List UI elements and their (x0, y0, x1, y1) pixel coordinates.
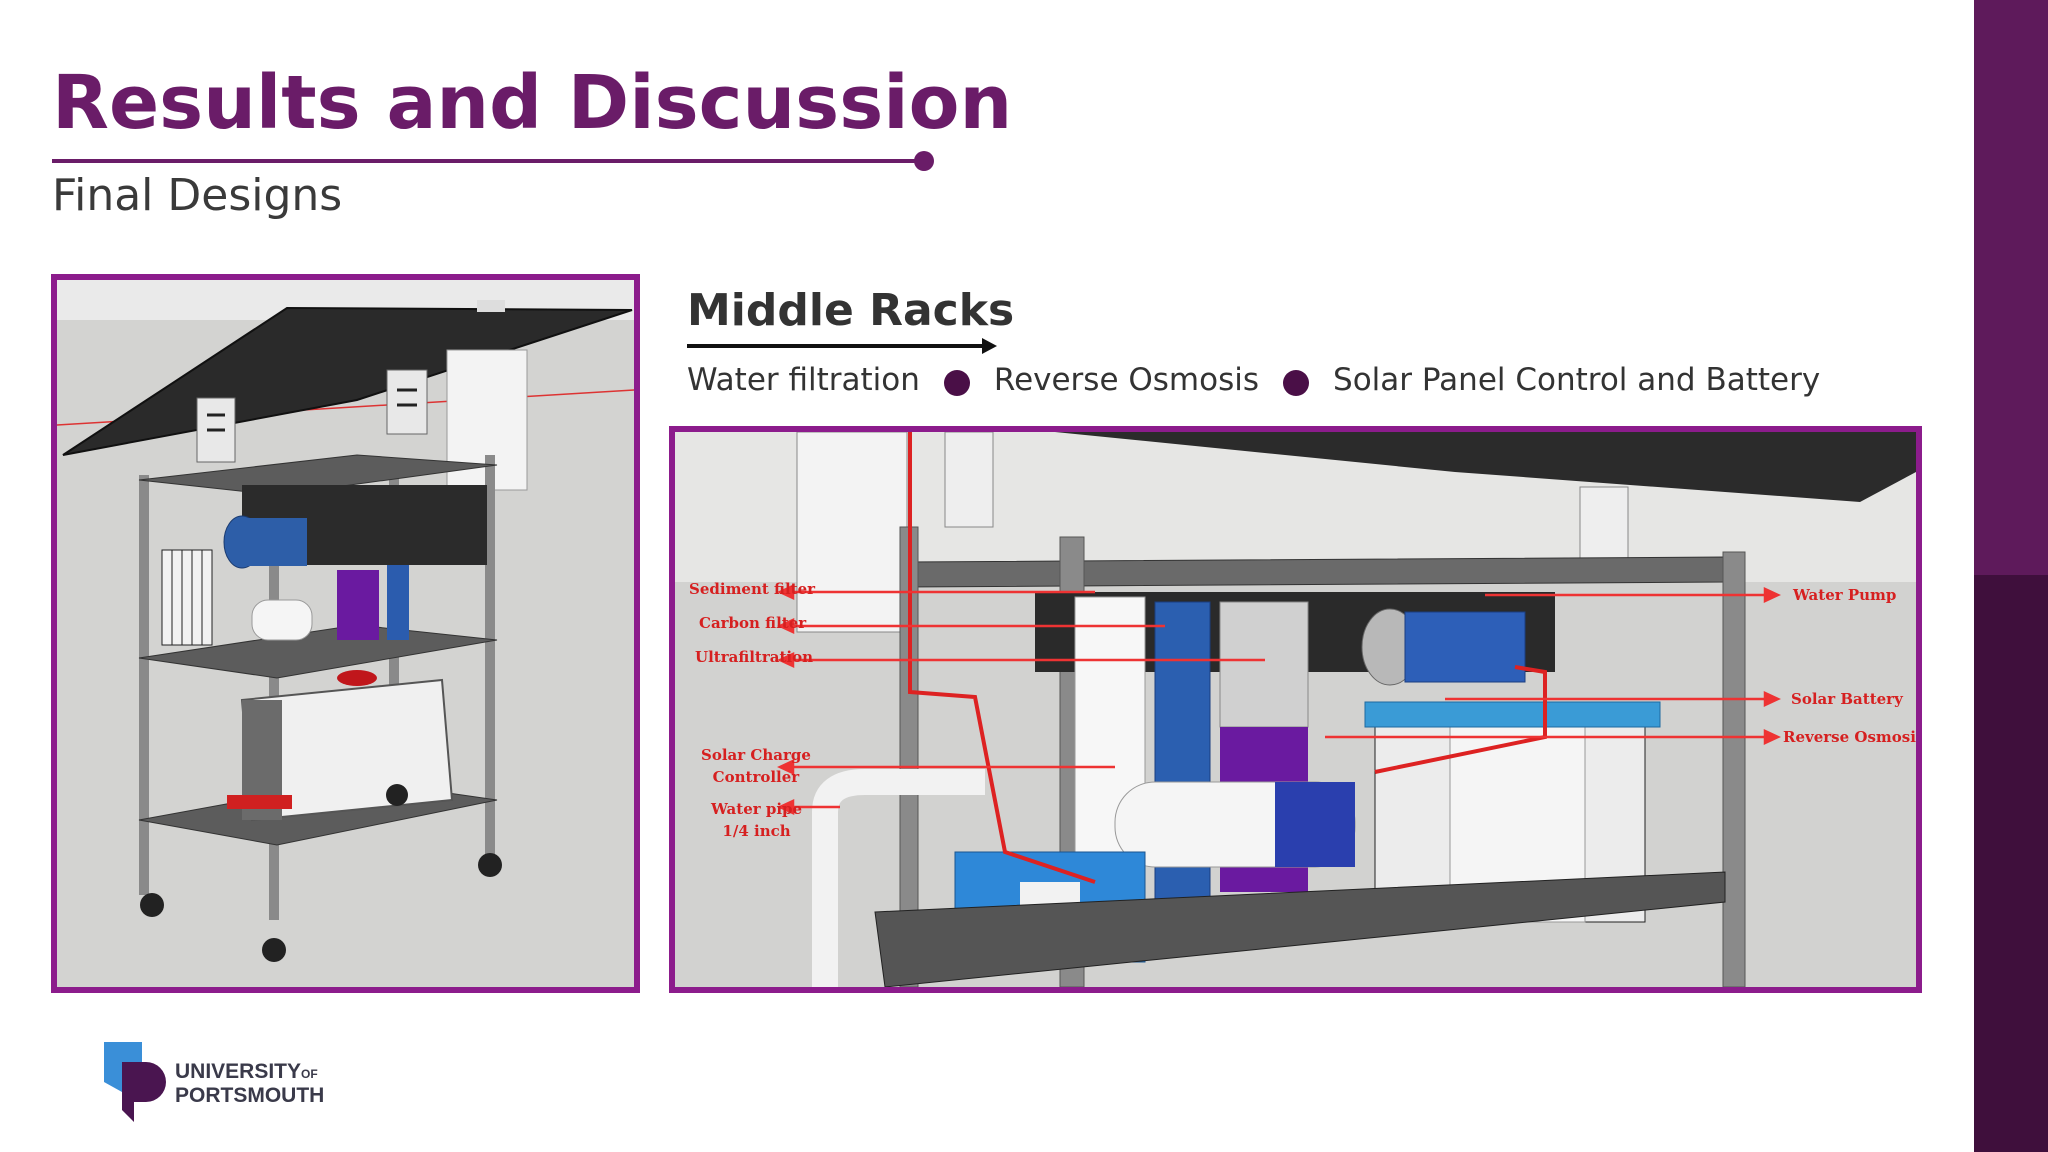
title-underline-dot (914, 151, 934, 171)
slide-subtitle: Final Designs (52, 170, 343, 221)
university-logo-text: UNIVERSITYOF PORTSMOUTH (175, 1061, 324, 1106)
section-heading: Middle Racks (687, 285, 1015, 336)
title-underline (52, 159, 922, 163)
middle-rack-illustration (675, 432, 1916, 987)
bullet-dot-icon (943, 370, 970, 396)
university-logo-icon (104, 1042, 166, 1122)
callout-line: Solar Charge (701, 746, 811, 764)
callout-carbon-filter: Carbon filter (699, 614, 807, 632)
callout-ultrafiltration: Ultrafiltration (695, 648, 814, 666)
cart-render-image (51, 274, 640, 993)
cart-illustration (57, 280, 634, 987)
callout-line: Controller (712, 768, 800, 786)
middle-rack-diagram: Sediment filter Carbon filter Ultrafiltr… (669, 426, 1922, 993)
sidebar-accent-top (1974, 0, 2048, 575)
callout-reverse-osmosis: Reverse Osmosis (1783, 728, 1922, 746)
topic-item: Reverse Osmosis (993, 362, 1260, 398)
callout-line: 1/4 inch (722, 822, 791, 840)
callout-sediment-filter: Sediment filter (689, 580, 816, 598)
callout-water-pump: Water Pump (1793, 586, 1897, 604)
logo-line-1: UNIVERSITY (175, 1060, 302, 1083)
topic-item: Solar Panel Control and Battery (1333, 362, 1821, 398)
logo-line-2: PORTSMOUTH (175, 1084, 325, 1107)
callout-solar-battery: Solar Battery (1791, 690, 1903, 708)
sidebar-accent-bottom (1974, 575, 2048, 1152)
heading-arrow-icon (687, 338, 997, 354)
callout-solar-charge-controller: Solar Charge Controller (701, 744, 811, 788)
callout-line: Water pipe (711, 800, 803, 818)
topic-item: Water filtration (687, 362, 920, 398)
bullet-dot-icon (1283, 370, 1310, 396)
slide-title: Results and Discussion (52, 60, 1013, 146)
topic-list: Water filtration Reverse Osmosis Solar P… (687, 357, 1820, 403)
callout-water-pipe: Water pipe 1/4 inch (711, 798, 802, 842)
logo-line-1-suffix: OF (301, 1067, 318, 1081)
